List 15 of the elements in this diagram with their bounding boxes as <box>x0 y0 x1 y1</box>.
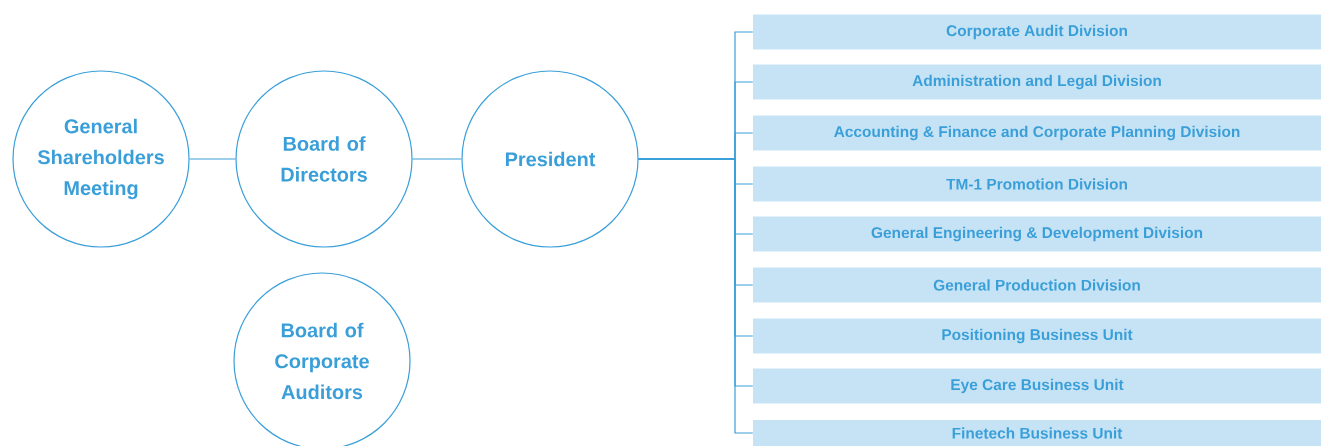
division-box: TM-1 Promotion Division <box>753 166 1321 202</box>
division-box: Positioning Business Unit <box>753 318 1321 354</box>
connector-line <box>189 158 236 160</box>
division-box: Finetech Business Unit <box>753 420 1321 446</box>
connector-line <box>412 158 462 160</box>
circle-node: President <box>461 70 639 248</box>
connector-line <box>638 158 754 434</box>
division-box: Accounting & Finance and Corporate Planning Division <box>753 115 1321 151</box>
circle-node: General Shareholders Meeting <box>12 70 190 248</box>
division-box: Corporate Audit Division <box>753 14 1321 50</box>
division-box: Administration and Legal Division <box>753 64 1321 100</box>
division-box: Eye Care Business Unit <box>753 368 1321 404</box>
division-box: General Engineering & Development Division <box>753 216 1321 252</box>
circle-node: Board of Directors <box>235 70 413 248</box>
division-box: General Production Division <box>753 267 1321 303</box>
